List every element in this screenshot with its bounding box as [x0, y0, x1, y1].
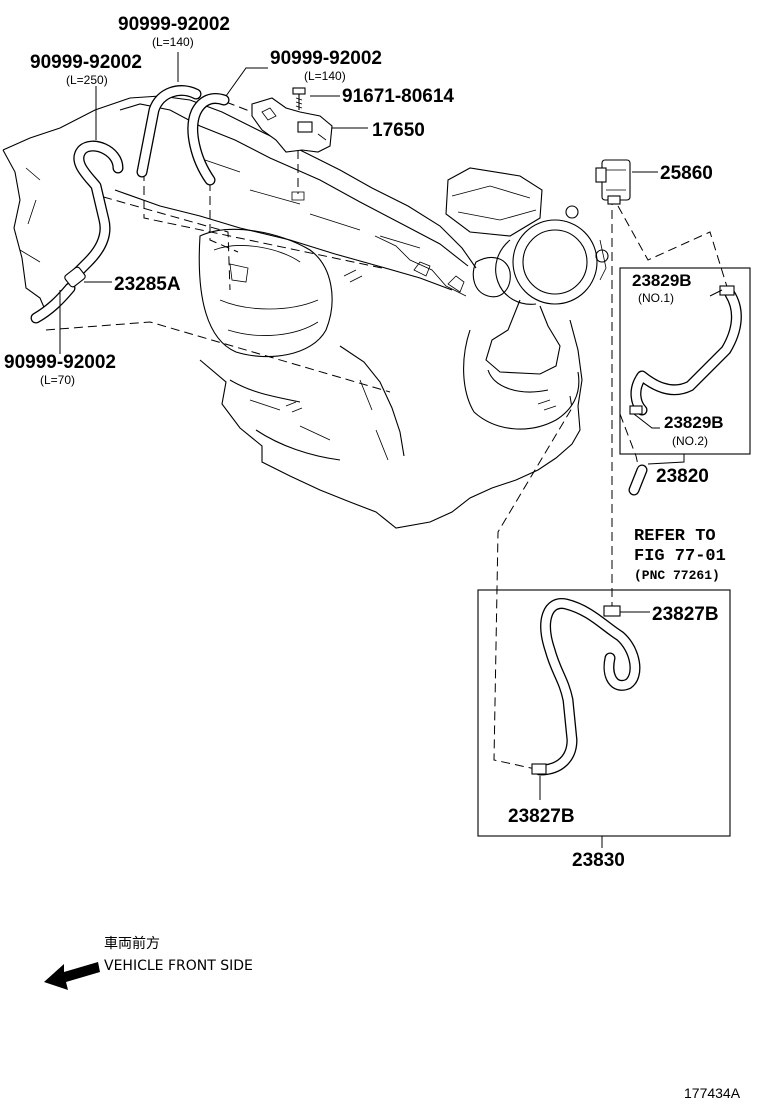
part-number-clamp-lower-bottom: 23827B: [508, 806, 575, 827]
hose-clamp-icon: [531, 763, 547, 775]
part-number-hose-assy-upper: 23820: [656, 466, 709, 487]
orientation-indicator: 車両前方 VEHICLE FRONT SIDE: [44, 935, 253, 990]
part-number-vsv: 25860: [660, 163, 713, 184]
part-number-bolt: 91671-80614: [342, 86, 454, 107]
hose-length-upper-right: (L=140): [304, 69, 346, 83]
reference-line1: REFER TO: [634, 527, 716, 546]
orientation-japanese: 車両前方: [104, 935, 160, 952]
pipe-fragment: [628, 454, 685, 496]
part-number-clamp-no2: 23829B: [664, 413, 724, 432]
part-number-hose-lower-left: 90999-92002: [4, 352, 116, 373]
clamp-no2-sub: (NO.2): [672, 434, 708, 448]
hose-length-lower-left: (L=70): [40, 373, 75, 387]
part-number-vsv-bracket: 17650: [372, 120, 425, 141]
hose-assembly-box-upper: [619, 267, 751, 455]
part-number-clamp-lower-top: 23827B: [652, 604, 719, 625]
engine-block-outline: [2, 95, 609, 529]
reference-line2: FIG 77-01: [634, 547, 726, 566]
bolt-icon: [292, 87, 306, 110]
part-labels: 90999-92002 (L=140) 90999-92002 (L=250) …: [4, 14, 724, 871]
reference-line3: (PNC 77261): [634, 568, 720, 583]
part-number-clamp-no1: 23829B: [632, 271, 692, 290]
leader-lines: [59, 52, 723, 613]
part-number-hose-upper-right: 90999-92002: [270, 48, 382, 69]
part-number-hose-left: 90999-92002: [30, 52, 142, 73]
vsv-bracket: [251, 97, 333, 153]
hose-length-upper-left: (L=140): [152, 35, 194, 49]
hose-clamp-icon: [629, 405, 643, 415]
assembly-guide-lines: [45, 101, 729, 771]
illustration-code: 177434A: [684, 1085, 741, 1101]
vsv-valve: [595, 159, 631, 205]
reference-note: REFER TO FIG 77-01 (PNC 77261): [634, 527, 726, 583]
vacuum-filter: [64, 266, 112, 288]
arrow-left-icon: [44, 962, 100, 990]
part-number-filter: 23285A: [114, 274, 181, 295]
orientation-english: VEHICLE FRONT SIDE: [104, 958, 253, 974]
hose-length-left: (L=250): [66, 73, 108, 87]
hose-assembly-box-lower: [477, 589, 731, 848]
part-number-hose-assy-lower: 23830: [572, 850, 625, 871]
clamp-no1-sub: (NO.1): [638, 291, 674, 305]
vacuum-hoses: [30, 85, 230, 324]
part-number-hose-upper-left: 90999-92002: [118, 14, 230, 35]
hose-clamp-icon: [603, 605, 621, 617]
